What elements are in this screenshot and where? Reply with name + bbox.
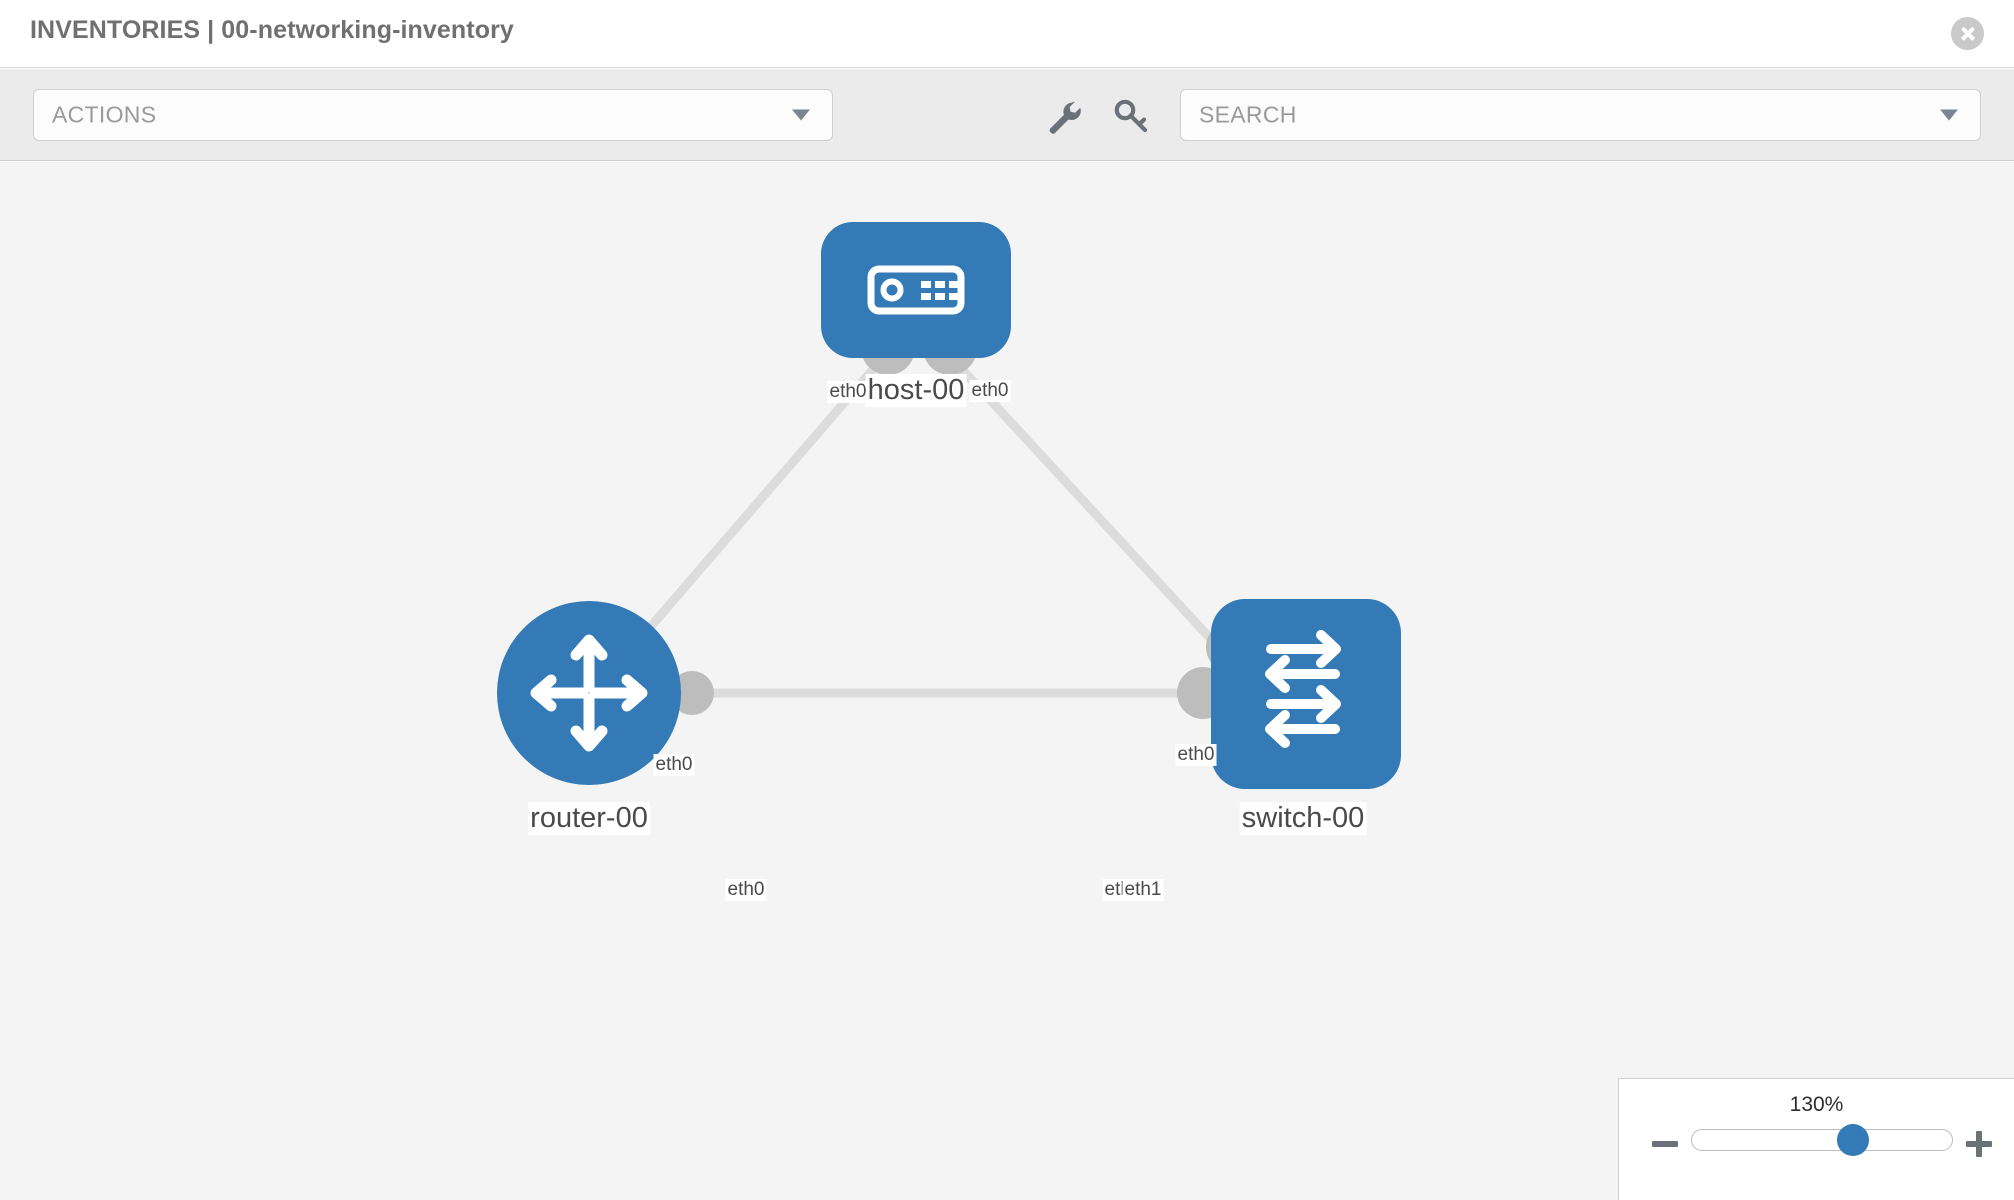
chevron-down-icon xyxy=(792,109,810,121)
iface-label-router-right: eth0 xyxy=(725,879,767,901)
node-label-switch-00: switch-00 xyxy=(1239,802,1367,835)
link-host-router[interactable] xyxy=(616,349,892,665)
iface-label-router-up: eth0 xyxy=(653,754,695,776)
iface-label-switch-left: eth1 xyxy=(1122,879,1164,901)
wrench-icon[interactable] xyxy=(1043,96,1083,136)
zoom-level-label: 130% xyxy=(1789,1093,1844,1116)
search-placeholder: SEARCH xyxy=(1199,101,1297,128)
page-title: INVENTORIES | 00-networking-inventory xyxy=(30,16,514,44)
iface-label-host-right: eth0 xyxy=(969,380,1011,402)
toolbar: ACTIONS SEARCH xyxy=(0,69,2014,161)
node-host-00[interactable] xyxy=(821,222,1011,358)
zoom-slider-thumb[interactable] xyxy=(1837,1124,1870,1156)
iface-label-switch-up: eth0 xyxy=(1175,744,1217,766)
close-icon[interactable] xyxy=(1951,17,1984,50)
key-icon[interactable] xyxy=(1111,96,1151,136)
topology-links xyxy=(616,348,1238,698)
zoom-control-panel: 130% xyxy=(1618,1078,2014,1200)
zoom-in-button[interactable] xyxy=(1966,1131,1992,1157)
chevron-down-icon xyxy=(1940,109,1958,121)
actions-dropdown-label: ACTIONS xyxy=(52,101,157,128)
page-header: INVENTORIES | 00-networking-inventory xyxy=(0,0,2014,68)
port-router-right[interactable] xyxy=(670,671,714,715)
node-router-00[interactable] xyxy=(497,601,681,785)
actions-dropdown[interactable]: ACTIONS xyxy=(33,89,833,141)
node-switch-00[interactable] xyxy=(1211,599,1401,789)
topology-canvas[interactable]: host-00 router-00 switch-00 eth0 eth0 et… xyxy=(0,162,2014,1200)
node-label-router-00: router-00 xyxy=(528,802,650,835)
topology-graph xyxy=(497,222,1401,789)
iface-label-host-left: eth0 xyxy=(827,381,869,403)
link-host-switch[interactable] xyxy=(942,348,1236,666)
search-input[interactable]: SEARCH xyxy=(1180,89,1981,141)
zoom-slider[interactable] xyxy=(1691,1124,1953,1156)
node-label-host-00: host-00 xyxy=(865,374,967,407)
zoom-out-button[interactable] xyxy=(1652,1131,1678,1157)
